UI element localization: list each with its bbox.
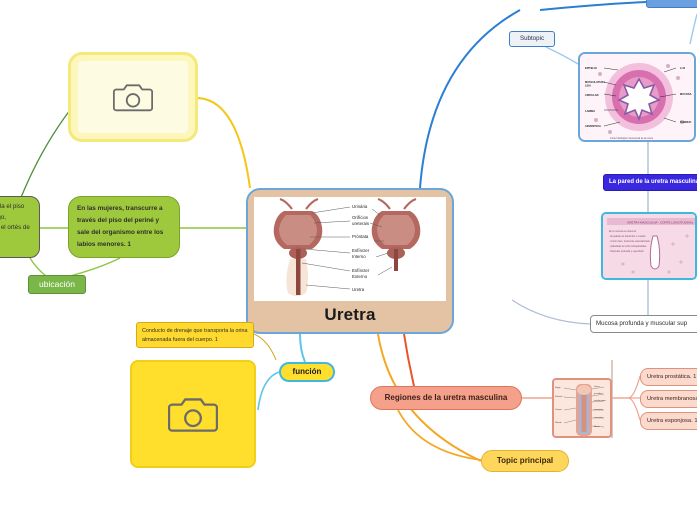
svg-text:- Glándulas de Littré intraepi: - Glándulas de Littré intraepiteliales [609, 245, 647, 248]
node-uretra-membranosa[interactable]: Uretra membranosa. 1 [640, 390, 697, 408]
camera-icon [168, 398, 218, 432]
svg-text:Meato: Meato [594, 425, 600, 428]
node-regiones-uretra-masculina[interactable]: Regiones de la uretra masculina [370, 386, 522, 410]
svg-text:Próstata: Próstata [555, 395, 563, 398]
image-placeholder-top[interactable] [68, 52, 198, 142]
node-topic-principal[interactable]: Topic principal [481, 450, 569, 472]
image-placeholder-bottom[interactable] [130, 360, 256, 468]
note-ubicacion-mujeres[interactable]: En las mujeres, transcurre a través del … [68, 196, 180, 258]
node-uretra-prostatica[interactable]: Uretra prostática. 1 [640, 368, 697, 386]
svg-text:- Corion laxo, ricamente vascu: - Corion laxo, ricamente vascularizado [609, 240, 650, 243]
svg-text:Orifícios: Orifícios [352, 215, 369, 220]
node-clipped-top-right[interactable] [646, 0, 697, 8]
svg-text:Urinária: Urinária [352, 204, 368, 209]
node-uretra-esponjosa[interactable]: Uretra esponjosa. 1 [640, 412, 697, 430]
camera-icon [113, 84, 153, 112]
svg-text:cavernoso: cavernoso [594, 417, 604, 419]
svg-text:URETRA MASCULINA - CORTE LONGI: URETRA MASCULINA - CORTE LONGITUDINAL [627, 221, 694, 225]
svg-text:EPITELIO: EPITELIO [585, 66, 597, 70]
node-funcion[interactable]: función [279, 362, 335, 382]
central-node-title: Uretra [324, 305, 376, 324]
svg-text:Esfíncter: Esfíncter [352, 268, 370, 273]
svg-text:LAMINA: LAMINA [585, 109, 595, 113]
svg-text:LISA: LISA [585, 84, 591, 88]
svg-text:membranosa: membranosa [594, 400, 607, 402]
node-ubicacion[interactable]: ubicación [28, 275, 86, 294]
svg-text:Uretra: Uretra [352, 287, 365, 292]
svg-text:Vejiga: Vejiga [555, 387, 561, 389]
svg-text:- Muscular profunda y superfic: - Muscular profunda y superficial [609, 250, 644, 253]
svg-text:MUSCULATURA: MUSCULATURA [585, 80, 605, 84]
svg-text:Uretra: Uretra [594, 385, 600, 388]
svg-text:Externo: Externo [352, 274, 368, 279]
note-funcion[interactable]: Conducto de drenaje que transporta la or… [136, 322, 254, 348]
svg-text:CIRCULAR: CIRCULAR [585, 93, 599, 97]
svg-text:LUZ: LUZ [680, 66, 685, 70]
svg-text:SUBMUC: SUBMUC [680, 120, 692, 124]
central-anatomy-image: Urinária Orifícios ureterais Próstata Es… [254, 197, 446, 301]
central-node-uretra[interactable]: Urinária Orifícios ureterais Próstata Es… [246, 188, 454, 334]
node-mucosa-profunda[interactable]: Mucosa profunda y muscular sup [590, 315, 697, 333]
svg-text:Próstata: Próstata [352, 234, 369, 239]
svg-text:prostática: prostática [594, 392, 604, 395]
node-subtopic[interactable]: Subtopic [509, 31, 555, 47]
svg-text:ureterais: ureterais [352, 221, 370, 226]
image-histology-cross-section[interactable]: EPITELIO MUSCULATURA LISA CIRCULAR LAMINA A… [578, 52, 696, 142]
svg-text:Cuerpo: Cuerpo [555, 409, 562, 411]
svg-text:esponjosa: esponjosa [594, 409, 604, 411]
svg-text:ADVENTICIA: ADVENTICIA [585, 124, 601, 128]
svg-text:En la mucosa se observa:: En la mucosa se observa: [609, 230, 637, 233]
note-ubicacion-clipped[interactable]: atraviesa la el piso átis y luego, bando… [0, 196, 40, 258]
svg-text:Glande: Glande [555, 422, 562, 424]
svg-text:Esfíncter: Esfíncter [352, 248, 370, 253]
node-pared-uretra-masculina[interactable]: La pared de la uretra masculina [603, 174, 697, 191]
image-histology-longitudinal[interactable]: URETRA MASCULINA - CORTE LONGITUDINAL En… [601, 212, 697, 280]
svg-text:Interno: Interno [352, 254, 366, 259]
svg-text:- El epitelio de transición o: - El epitelio de transición o urotelio [609, 235, 646, 238]
svg-text:MUCOSA: MUCOSA [680, 92, 692, 96]
svg-text:Corte histológico transversal: Corte histológico transversal de la uret… [610, 137, 654, 140]
